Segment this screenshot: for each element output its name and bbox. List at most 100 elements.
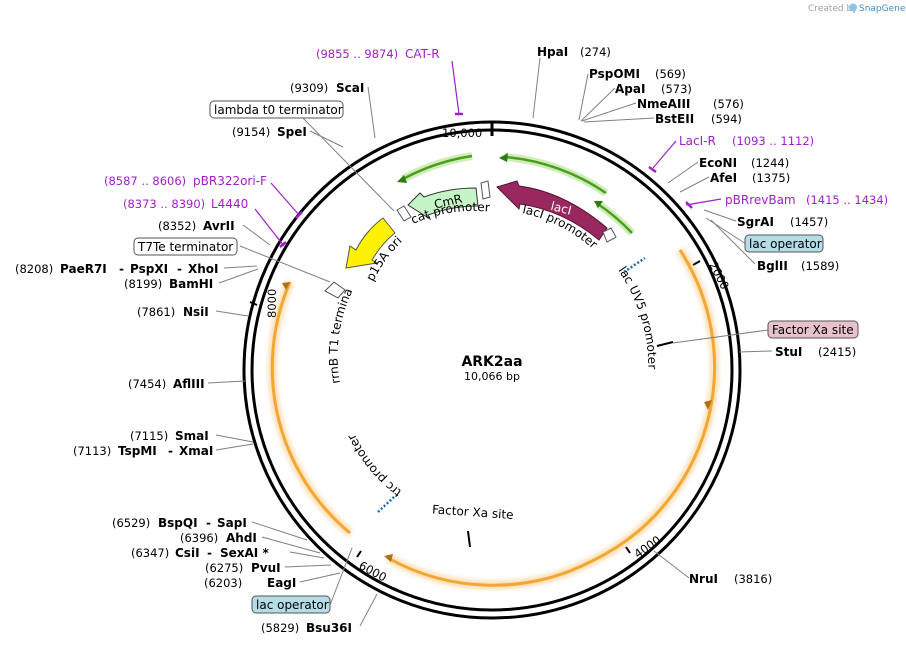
leader-factorxa1 — [672, 329, 769, 344]
enzyme-tspmi-pos: (7113) — [73, 444, 111, 458]
primer-lacir-pos: (1093 .. 1112) — [732, 134, 814, 148]
enzyme-sapi-name[interactable]: SapI — [217, 516, 247, 530]
cmr-feature[interactable]: CmR — [396, 180, 491, 222]
enzyme-sgrai-name[interactable]: SgrAI — [737, 215, 774, 229]
enzyme-bspqi-name[interactable]: BspQI — [158, 516, 198, 530]
enzyme-nrui-name[interactable]: NruI — [689, 572, 718, 586]
enzyme-csii-name[interactable]: CsiI — [175, 546, 200, 560]
enzyme-nmeaiii-name[interactable]: NmeAIII — [637, 97, 690, 111]
p15a-ori-arrow[interactable] — [345, 217, 396, 269]
enzyme-nsii-name[interactable]: NsiI — [183, 305, 209, 319]
enzyme-paer7i-name[interactable]: PaeR7I — [60, 262, 107, 276]
enzyme-pspxi-name[interactable]: PspXI — [130, 262, 168, 276]
lac-operator-label-2[interactable]: lac operator — [256, 598, 329, 612]
leader-bsu36i — [359, 593, 378, 627]
enzyme-bsu36i-pos: (5829) — [261, 621, 299, 635]
orf-arrowhead-bottom — [384, 554, 393, 562]
plasmid-title: ARK2aa 10,066 bp — [461, 354, 522, 383]
orf-arcs — [267, 247, 720, 590]
laci-feature[interactable]: lacI — [496, 180, 617, 243]
enzyme-hpai-name[interactable]: HpaI — [537, 45, 568, 59]
enzyme-nmeaiii-pos: (576) — [713, 97, 744, 111]
lac-operator-label-1[interactable]: lac operator — [749, 237, 822, 251]
enzyme-econi-name[interactable]: EcoNI — [699, 156, 737, 170]
primer-l4440-name: L4440 — [211, 197, 248, 211]
enzyme-sexai-name[interactable]: SexAI * — [220, 546, 269, 560]
leader-afliii — [207, 380, 246, 384]
leader-sgrai — [703, 209, 737, 222]
cmr-arrow[interactable] — [407, 187, 479, 221]
primer-leaders — [254, 60, 722, 248]
orf-arc-right — [591, 249, 717, 563]
enzyme-hpai-pos: (274) — [580, 45, 611, 59]
enzyme-xmai-name[interactable]: XmaI — [179, 444, 213, 458]
enzyme-xhoi-name[interactable]: XhoI — [188, 262, 219, 276]
leader-catr — [451, 60, 460, 115]
enzyme-spei-name[interactable]: SpeI — [277, 125, 307, 139]
primer-catr-pos: (9855 .. 9874) — [316, 47, 398, 61]
enzyme-bglii-name[interactable]: BglII — [757, 259, 788, 273]
leader-tspmi — [215, 443, 254, 451]
enzyme-stui-pos: (2415) — [818, 345, 856, 359]
leader-bspqi — [251, 521, 308, 541]
enzyme-afei-pos: (1375) — [752, 171, 790, 185]
p15a-ori-feature[interactable] — [324, 217, 396, 299]
enzyme-bsu36i-name[interactable]: Bsu36I — [306, 621, 352, 635]
primer-mark-l4440 — [279, 241, 287, 248]
leader-csii — [289, 551, 325, 559]
enzyme-avrii-pos: (8352) — [158, 219, 196, 233]
enzyme-apai-name[interactable]: ApaI — [615, 82, 645, 96]
enzyme-bsteii-name[interactable]: BstEII — [655, 112, 694, 126]
enzyme-csii-sep: - — [207, 546, 212, 560]
enzyme-eagi-name[interactable]: EagI — [267, 576, 296, 590]
enzyme-afei-name[interactable]: AfeI — [710, 171, 737, 185]
tick-4000 — [625, 546, 631, 554]
enzyme-smai-name[interactable]: SmaI — [175, 429, 209, 443]
trc-marker — [377, 496, 395, 513]
enzyme-avrii-name[interactable]: AvrII — [203, 219, 235, 233]
enzyme-pvui-name[interactable]: PvuI — [251, 561, 281, 575]
tick-marks — [249, 122, 701, 558]
lambda-terminator-label[interactable]: lambda t0 terminator — [214, 103, 343, 117]
primer-mark-pbr322orif — [295, 211, 303, 219]
factor-xa-label[interactable]: Factor Xa site — [772, 323, 854, 337]
enzyme-afliii-name[interactable]: AflIII — [173, 377, 205, 391]
enzyme-pspomi-name[interactable]: PspOMI — [589, 67, 640, 81]
factor-xa-box — [767, 320, 859, 339]
enzyme-nrui-pos: (3816) — [734, 572, 772, 586]
leader-eagi — [299, 572, 341, 583]
lac-operator-box-2 — [251, 595, 331, 614]
enzyme-tspmi-name[interactable]: TspMI — [118, 444, 157, 458]
primer-catr-name: CAT-R — [405, 47, 440, 61]
enzyme-bamhi-name[interactable]: BamHI — [169, 277, 213, 291]
enzyme-ahdi-name[interactable]: AhdI — [226, 531, 257, 545]
green-arrowhead-left — [397, 175, 407, 183]
leader-econi — [667, 161, 699, 184]
enzyme-scai-name[interactable]: ScaI — [336, 81, 364, 95]
enzyme-sgrai-pos: (1457) — [790, 215, 828, 229]
t7te-terminator-label[interactable]: T7Te terminator — [137, 240, 233, 254]
primer-lacir-name: LacI-R — [679, 134, 716, 148]
enzyme-nsii-pos: (7861) — [137, 305, 175, 319]
primer-pbrrevbam-pos: (1415 .. 1434) — [806, 193, 888, 207]
enzyme-apai-pos: (573) — [661, 82, 692, 96]
leader-afei — [679, 176, 710, 193]
primer-pbr322orif-name: pBR322ori-F — [193, 174, 267, 188]
laci-arrow[interactable] — [496, 180, 608, 241]
leader-paer7i — [223, 265, 258, 269]
green-arc-top — [504, 155, 607, 195]
tick-2000 — [692, 260, 701, 266]
enzyme-econi-pos: (1244) — [751, 156, 789, 170]
lac-operator-box-1 — [744, 234, 824, 253]
enzyme-ahdi-pos: (6396) — [180, 531, 218, 545]
enzyme-labels-bottom: (5829) Bsu36I (6203) EagI (6275) PvuI (6… — [112, 516, 352, 635]
cat-promoter-marker — [480, 180, 491, 200]
enzyme-paer7i-sep: - — [119, 262, 124, 276]
orf-arc-bottom — [387, 556, 593, 587]
laci-promoter-marker — [602, 227, 617, 243]
leader-pspomi — [578, 73, 589, 121]
enzyme-stui-name[interactable]: StuI — [775, 345, 802, 359]
enzyme-pvui-pos: (6275) — [205, 561, 243, 575]
enzyme-scai-pos: (9309) — [290, 81, 328, 95]
